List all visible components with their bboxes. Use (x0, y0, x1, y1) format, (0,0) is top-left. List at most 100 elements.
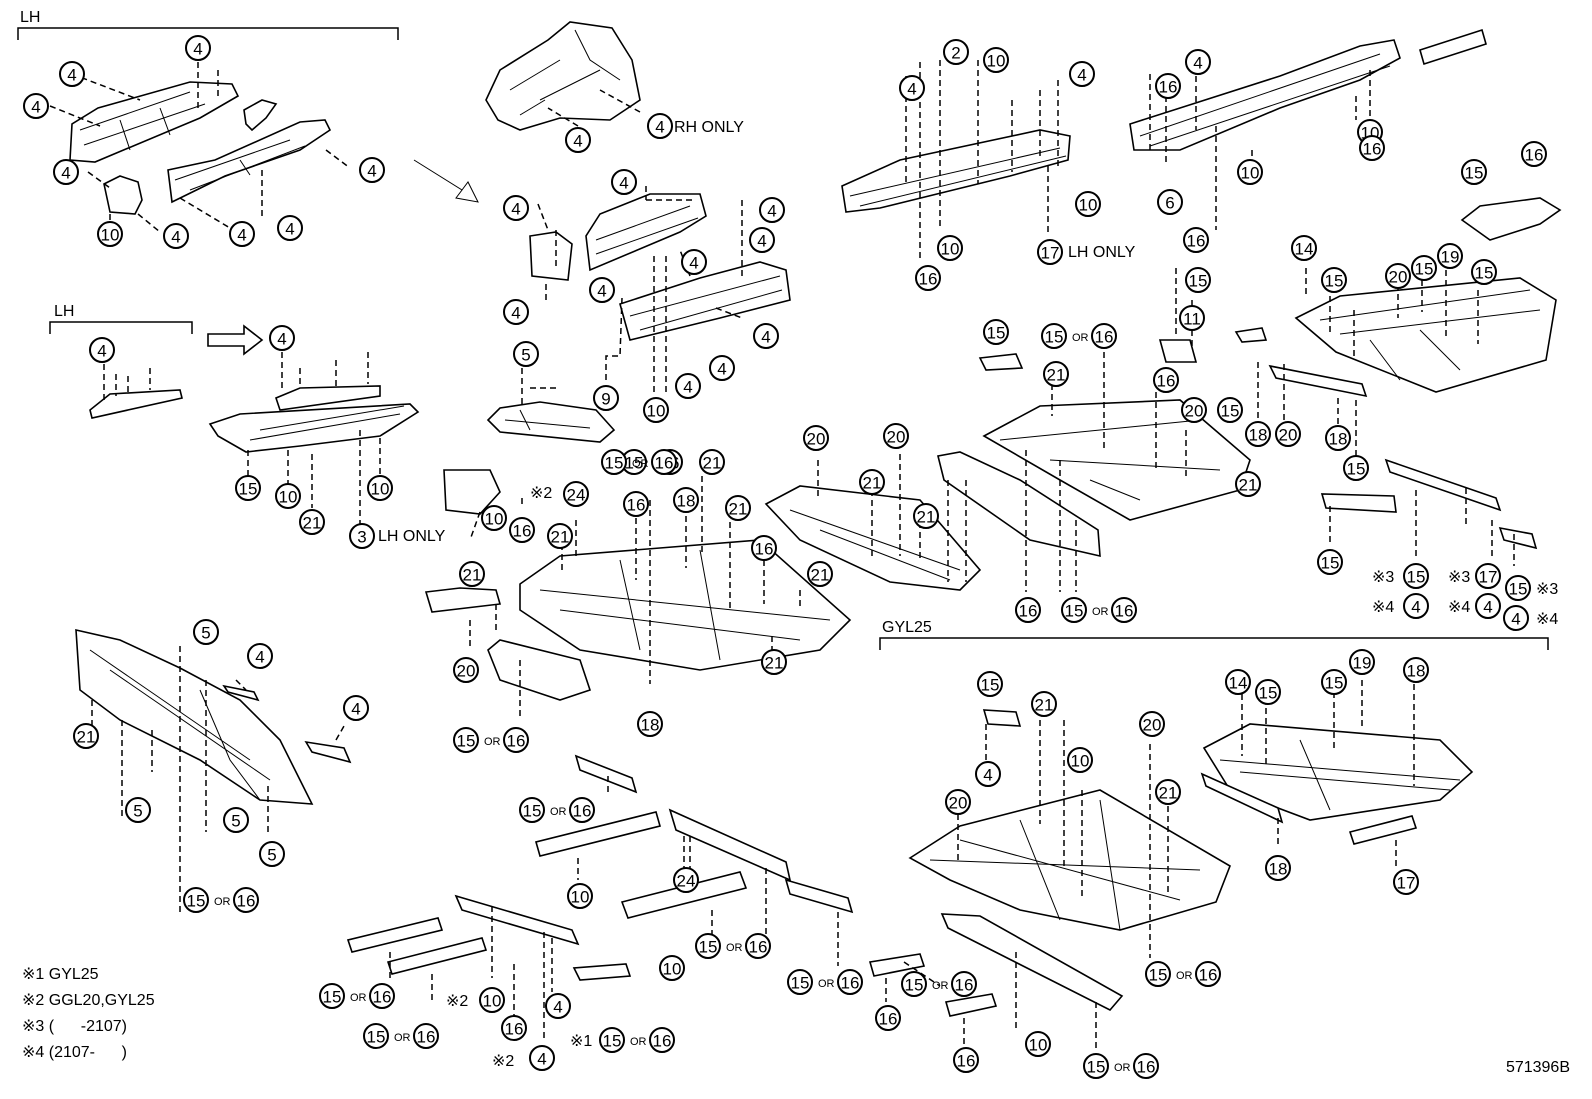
svg-text:18: 18 (1269, 860, 1288, 879)
svg-text:16: 16 (513, 522, 532, 541)
callout-10: 10 (275, 483, 301, 509)
callout-4: 4 (647, 113, 673, 139)
callout-4: 4 (1185, 49, 1211, 75)
figure-id: 571396B (1505, 1059, 1570, 1076)
callout-10: 10 (1237, 159, 1263, 185)
callout-4: 4 (269, 325, 295, 351)
callout-4: 4 (1069, 61, 1095, 87)
or-label: OR (550, 806, 567, 818)
callout-18: 18 (1325, 425, 1351, 451)
callout-15: 15 (519, 797, 545, 823)
svg-text:4: 4 (689, 254, 698, 273)
svg-text:16: 16 (1525, 146, 1544, 165)
callout-16: 16 (1359, 135, 1385, 161)
svg-text:4: 4 (1193, 54, 1202, 73)
svg-text:4: 4 (537, 1050, 546, 1069)
svg-text:16: 16 (1199, 966, 1218, 985)
callout-19: 19 (1437, 243, 1463, 269)
callout-4: 4 (163, 223, 189, 249)
callout-17: 17 (1475, 563, 1501, 589)
svg-text:5: 5 (231, 812, 240, 831)
callout-16: 16 (745, 933, 771, 959)
svg-text:9: 9 (601, 390, 610, 409)
svg-text:15: 15 (603, 1032, 622, 1051)
footnote-3: ※3 ( -2107) (22, 1018, 127, 1035)
svg-text:10: 10 (1241, 164, 1260, 183)
mark-4-label: ※4 (1536, 611, 1558, 628)
callout-15: 15 (599, 1027, 625, 1053)
callout-4: 4 (759, 197, 785, 223)
callout-15: 15 (1403, 563, 1429, 589)
gyl25-floor-assembly (868, 709, 1474, 1017)
callout-10: 10 (1067, 747, 1093, 773)
svg-text:15: 15 (1189, 272, 1208, 291)
svg-text:15: 15 (1149, 966, 1168, 985)
callout-10: 10 (643, 397, 669, 423)
or-label: OR (1092, 606, 1109, 618)
svg-text:24: 24 (677, 872, 696, 891)
svg-text:16: 16 (655, 454, 674, 473)
callout-21: 21 (699, 449, 725, 475)
svg-text:10: 10 (941, 240, 960, 259)
svg-text:15: 15 (1065, 602, 1084, 621)
svg-text:4: 4 (255, 648, 264, 667)
callout-21: 21 (459, 561, 485, 587)
svg-text:15: 15 (187, 892, 206, 911)
callout-20: 20 (883, 423, 909, 449)
leader-lines (49, 60, 1515, 1050)
svg-text:20: 20 (1185, 402, 1204, 421)
callout-4: 4 (247, 643, 273, 669)
callout-15: 15 (1321, 669, 1347, 695)
svg-text:21: 21 (765, 654, 784, 673)
arrow-icon (413, 159, 479, 203)
callout-4: 4 (1403, 593, 1429, 619)
callout-10: 10 (97, 221, 123, 247)
svg-text:4: 4 (193, 40, 202, 59)
callout-10: 10 (481, 505, 507, 531)
callout-15: 15 (695, 933, 721, 959)
callout-16: 16 (1015, 597, 1041, 623)
svg-text:4: 4 (351, 700, 360, 719)
callout-16: 16 (951, 971, 977, 997)
svg-text:4: 4 (1483, 598, 1492, 617)
svg-text:16: 16 (653, 1032, 672, 1051)
arrow-icon (207, 324, 264, 356)
svg-text:10: 10 (483, 992, 502, 1011)
footnote-2: ※2 GGL20,GYL25 (22, 992, 155, 1009)
callout-10: 10 (479, 987, 505, 1013)
callout-16: 16 (413, 1023, 439, 1049)
svg-text:15: 15 (1465, 164, 1484, 183)
footnote-4: ※4 (2107- ) (22, 1044, 127, 1061)
svg-text:4: 4 (767, 202, 776, 221)
callout-15: 15 (1321, 267, 1347, 293)
svg-text:15: 15 (699, 938, 718, 957)
svg-text:16: 16 (507, 732, 526, 751)
callout-15: 15 (983, 319, 1009, 345)
callout-16: 16 (623, 491, 649, 517)
callout-15: 15 (183, 887, 209, 913)
svg-text:18: 18 (677, 492, 696, 511)
callout-15: 15 (1217, 397, 1243, 423)
lh-only-label-rocker: LH ONLY (378, 528, 446, 545)
svg-text:4: 4 (237, 226, 246, 245)
or-label: OR (214, 896, 231, 908)
svg-text:4: 4 (717, 360, 726, 379)
callout-15: 15 (235, 475, 261, 501)
svg-text:16: 16 (1159, 78, 1178, 97)
svg-text:15: 15 (791, 974, 810, 993)
callout-21: 21 (1031, 691, 1057, 717)
svg-text:15: 15 (1509, 580, 1528, 599)
lh-front-side-member (69, 81, 332, 215)
callout-4: 4 (975, 761, 1001, 787)
callout-5: 5 (125, 797, 151, 823)
or-label: OR (818, 978, 835, 990)
callout-10: 10 (937, 235, 963, 261)
floor-brackets-left (424, 469, 592, 701)
callout-4: 4 (53, 159, 79, 185)
svg-text:4: 4 (277, 330, 286, 349)
callout-15: 15 (977, 671, 1003, 697)
callout-16: 16 (1183, 227, 1209, 253)
svg-text:4: 4 (757, 232, 766, 251)
svg-text:10: 10 (1079, 196, 1098, 215)
